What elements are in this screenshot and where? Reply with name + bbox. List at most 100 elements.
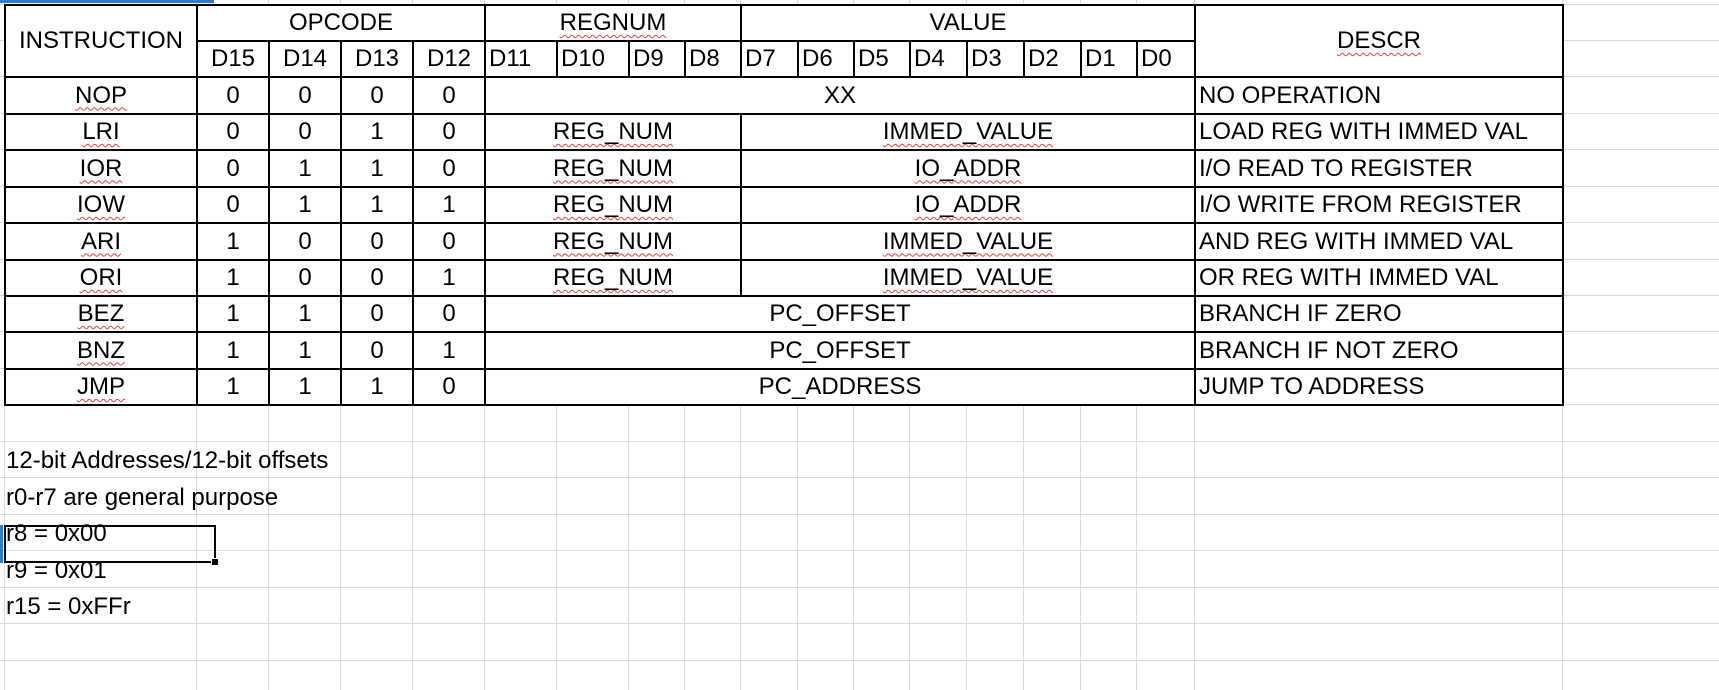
fill-handle[interactable]	[211, 558, 219, 566]
bit-header-d8[interactable]: D8	[684, 40, 742, 78]
bit-header-d2[interactable]: D2	[1023, 40, 1082, 78]
opcode-bit-jmp-0[interactable]: 1	[196, 368, 270, 406]
regnum-ior[interactable]: REG_NUM	[484, 149, 742, 188]
instruction-header[interactable]: INSTRUCTION	[4, 4, 198, 78]
opcode-bit-bez-1[interactable]: 1	[268, 295, 342, 333]
opcode-bit-bnz-0[interactable]: 1	[196, 331, 270, 370]
opcode-bit-ior-1[interactable]: 1	[268, 149, 342, 188]
opcode-bit-bnz-1[interactable]: 1	[268, 331, 342, 370]
gridline-horizontal	[0, 623, 1719, 624]
instruction-ior[interactable]: IOR	[4, 149, 198, 188]
regnum-ari[interactable]: REG_NUM	[484, 222, 742, 261]
bit-header-d13[interactable]: D13	[340, 40, 414, 78]
bit-header-d4[interactable]: D4	[909, 40, 968, 78]
descr-ari[interactable]: AND REG WITH IMMED VAL	[1194, 222, 1564, 261]
instruction-ari[interactable]: ARI	[4, 222, 198, 261]
operand-jmp[interactable]: PC_ADDRESS	[484, 368, 1196, 406]
instruction-bnz[interactable]: BNZ	[4, 331, 198, 370]
bit-header-d11[interactable]: D11	[484, 40, 558, 78]
note-line-2[interactable]: r0-r7 are general purpose	[6, 483, 279, 511]
descr-header[interactable]: DESCR	[1194, 4, 1564, 78]
opcode-bit-iow-1[interactable]: 1	[268, 186, 342, 224]
opcode-bit-iow-3[interactable]: 1	[412, 186, 486, 224]
opcode-bit-jmp-1[interactable]: 1	[268, 368, 342, 406]
bit-header-d3[interactable]: D3	[966, 40, 1025, 78]
opcode-bit-bnz-3[interactable]: 1	[412, 331, 486, 370]
bit-header-d15[interactable]: D15	[196, 40, 270, 78]
operand-bez[interactable]: PC_OFFSET	[484, 295, 1196, 333]
instruction-bez[interactable]: BEZ	[4, 295, 198, 333]
bit-header-d9[interactable]: D9	[628, 40, 686, 78]
operand-nop[interactable]: XX	[484, 76, 1196, 115]
bit-header-d5[interactable]: D5	[853, 40, 911, 78]
value-lri[interactable]: IMMED_VALUE	[740, 113, 1196, 151]
value-ori[interactable]: IMMED_VALUE	[740, 259, 1196, 297]
regnum-lri[interactable]: REG_NUM	[484, 113, 742, 151]
descr-nop[interactable]: NO OPERATION	[1194, 76, 1564, 115]
value-ior[interactable]: IO_ADDR	[740, 149, 1196, 188]
bit-header-d0[interactable]: D0	[1136, 40, 1196, 78]
note-line-1[interactable]: 12-bit Addresses/12-bit offsets	[6, 447, 329, 474]
opcode-bit-ari-2[interactable]: 0	[340, 222, 414, 261]
opcode-bit-bez-0[interactable]: 1	[196, 295, 270, 333]
descr-ori[interactable]: OR REG WITH IMMED VAL	[1194, 259, 1564, 297]
instruction-nop[interactable]: NOP	[4, 76, 198, 115]
bit-header-d1[interactable]: D1	[1080, 40, 1138, 78]
descr-bnz[interactable]: BRANCH IF NOT ZERO	[1194, 331, 1564, 370]
opcode-bit-ior-3[interactable]: 0	[412, 149, 486, 188]
opcode-bit-iow-0[interactable]: 0	[196, 186, 270, 224]
opcode-bit-ori-2[interactable]: 0	[340, 259, 414, 297]
descr-iow[interactable]: I/O WRITE FROM REGISTER	[1194, 186, 1564, 224]
bit-header-d7[interactable]: D7	[740, 40, 799, 78]
instruction-ori[interactable]: ORI	[4, 259, 198, 297]
opcode-bit-lri-3[interactable]: 0	[412, 113, 486, 151]
descr-ior[interactable]: I/O READ TO REGISTER	[1194, 149, 1564, 188]
bit-header-d6[interactable]: D6	[797, 40, 855, 78]
opcode-bit-jmp-3-text: 0	[442, 373, 456, 400]
opcode-bit-bez-2[interactable]: 0	[340, 295, 414, 333]
value-header[interactable]: VALUE	[740, 4, 1196, 42]
descr-lri[interactable]: LOAD REG WITH IMMED VAL	[1194, 113, 1564, 151]
opcode-bit-ari-3[interactable]: 0	[412, 222, 486, 261]
opcode-bit-lri-0[interactable]: 0	[196, 113, 270, 151]
note-line-3[interactable]: r8 = 0x00	[6, 520, 107, 548]
opcode-bit-ior-2[interactable]: 1	[340, 149, 414, 188]
instruction-nop-text: NOP	[74, 81, 127, 109]
opcode-bit-nop-0[interactable]: 0	[196, 76, 270, 115]
value-ari[interactable]: IMMED_VALUE	[740, 222, 1196, 261]
instruction-jmp[interactable]: JMP	[4, 368, 198, 406]
descr-jmp[interactable]: JUMP TO ADDRESS	[1194, 368, 1564, 406]
operand-bnz[interactable]: PC_OFFSET	[484, 331, 1196, 370]
bit-header-d12[interactable]: D12	[412, 40, 486, 78]
value-iow[interactable]: IO_ADDR	[740, 186, 1196, 224]
opcode-bit-ori-3[interactable]: 1	[412, 259, 486, 297]
opcode-bit-lri-2[interactable]: 1	[340, 113, 414, 151]
descr-bez[interactable]: BRANCH IF ZERO	[1194, 295, 1564, 333]
opcode-bit-ori-0[interactable]: 1	[196, 259, 270, 297]
active-cell-border[interactable]	[4, 525, 219, 566]
opcode-bit-nop-3[interactable]: 0	[412, 76, 486, 115]
opcode-bit-bez-3[interactable]: 0	[412, 295, 486, 333]
bit-header-d14[interactable]: D14	[268, 40, 342, 78]
opcode-bit-nop-2[interactable]: 0	[340, 76, 414, 115]
opcode-bit-bnz-2[interactable]: 0	[340, 331, 414, 370]
opcode-bit-lri-1[interactable]: 0	[268, 113, 342, 151]
note-line-5[interactable]: r15 = 0xFFr	[6, 593, 131, 621]
bit-header-d10[interactable]: D10	[556, 40, 630, 78]
instruction-lri[interactable]: LRI	[4, 113, 198, 151]
opcode-bit-ori-1[interactable]: 0	[268, 259, 342, 297]
opcode-bit-ari-1[interactable]: 0	[268, 222, 342, 261]
regnum-header[interactable]: REGNUM	[484, 4, 742, 42]
opcode-bit-iow-2[interactable]: 1	[340, 186, 414, 224]
instruction-iow[interactable]: IOW	[4, 186, 198, 224]
opcode-bit-nop-1[interactable]: 0	[268, 76, 342, 115]
regnum-iow[interactable]: REG_NUM	[484, 186, 742, 224]
opcode-bit-ior-0[interactable]: 0	[196, 149, 270, 188]
opcode-bit-jmp-2[interactable]: 1	[340, 368, 414, 406]
opcode-bit-jmp-3[interactable]: 0	[412, 368, 486, 406]
regnum-ori[interactable]: REG_NUM	[484, 259, 742, 297]
value-ori-text: IMMED_VALUE	[882, 264, 1054, 291]
opcode-bit-ari-0[interactable]: 1	[196, 222, 270, 261]
opcode-header[interactable]: OPCODE	[196, 4, 486, 42]
